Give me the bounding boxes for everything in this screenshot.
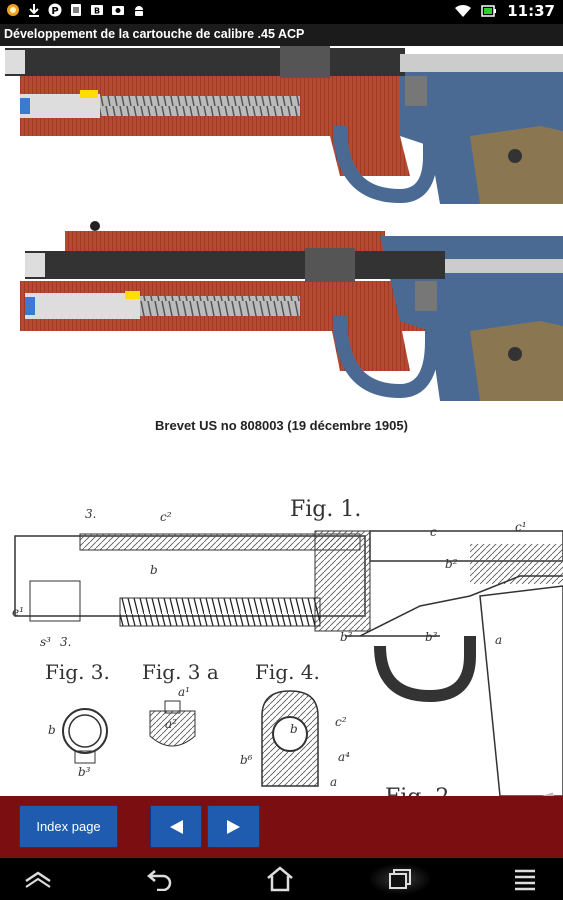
previous-page-button[interactable] — [150, 805, 202, 848]
title-bar: Développement de la cartouche de calibre… — [0, 24, 563, 46]
page-content[interactable]: Brevet US no 808003 (19 décembre 1905) F… — [0, 46, 563, 796]
fig-3a-label: Fig. 3 a — [142, 660, 219, 684]
nav-menu-button[interactable] — [505, 864, 545, 894]
svg-text:P: P — [51, 6, 58, 17]
fig-1-label: Fig. 1. — [290, 497, 361, 522]
bottom-toolbar: Index page — [0, 796, 563, 858]
figure-caption: Brevet US no 808003 (19 décembre 1905) — [155, 418, 408, 433]
wifi-icon — [455, 4, 472, 18]
android-icon — [135, 6, 143, 16]
svg-text:b: b — [48, 723, 56, 737]
prev-arrow-icon — [170, 819, 183, 834]
up-chevron-icon — [25, 871, 51, 888]
svg-text:e¹: e¹ — [12, 605, 24, 619]
svg-text:b: b — [150, 563, 158, 577]
svg-text:a⁴: a⁴ — [338, 750, 350, 764]
notification-icons: P B — [6, 3, 146, 17]
svg-text:c²: c² — [160, 510, 172, 524]
svg-text:c²: c² — [335, 715, 347, 729]
document-icon — [71, 4, 81, 16]
recent-apps-icon — [389, 869, 411, 889]
download-icon — [29, 4, 39, 17]
svg-text:a: a — [495, 633, 502, 647]
pinterest-icon: P — [48, 3, 62, 17]
photos-icon — [112, 6, 124, 15]
svg-text:B: B — [94, 7, 100, 16]
nav-home-button[interactable] — [260, 864, 300, 894]
svg-text:b³: b³ — [78, 765, 91, 779]
status-bar: P B 11:37 — [0, 0, 563, 24]
index-page-label: Index page — [36, 819, 101, 834]
index-page-button[interactable]: Index page — [19, 805, 118, 848]
system-nav-bar — [0, 858, 563, 900]
menu-icon — [515, 869, 535, 891]
svg-text:3.: 3. — [85, 507, 96, 521]
next-page-button[interactable] — [207, 805, 260, 848]
svg-text:s³: s³ — [40, 635, 51, 649]
home-icon — [267, 866, 293, 892]
page-title: Développement de la cartouche de calibre… — [4, 27, 305, 41]
fig-2-label: Fig. 2. — [385, 785, 456, 796]
battery-icon — [481, 5, 497, 17]
svg-text:b³: b³ — [340, 630, 353, 644]
svg-text:b³: b³ — [425, 630, 438, 644]
svg-text:c: c — [430, 525, 437, 539]
fig-3-label: Fig. 3. — [45, 660, 110, 684]
svg-text:a: a — [330, 775, 337, 789]
nav-up-button[interactable] — [18, 864, 58, 894]
svg-text:b: b — [290, 722, 298, 736]
svg-text:3.: 3. — [60, 635, 71, 649]
svg-text:a²: a² — [165, 717, 177, 731]
svg-text:b⁶: b⁶ — [240, 753, 253, 767]
nav-recent-apps-button[interactable] — [370, 864, 430, 894]
svg-text:c¹: c¹ — [515, 520, 527, 534]
svg-text:a¹: a¹ — [178, 685, 190, 699]
next-arrow-icon — [226, 819, 240, 834]
svg-text:b²: b² — [445, 557, 458, 571]
back-icon — [147, 870, 172, 891]
clock: 11:37 — [507, 2, 555, 20]
coin-icon — [7, 4, 19, 16]
patent-drawing: Fig. 1. Fig. 3. Fig. 3 a Fig. 4. Fig. 2. — [12, 497, 563, 796]
pistol-cutaway-diagram-1 — [5, 46, 563, 204]
nav-back-button[interactable] — [140, 864, 180, 894]
blog-icon: B — [91, 5, 103, 16]
pistol-cutaway-diagram-2 — [20, 221, 563, 401]
fig-4-label: Fig. 4. — [255, 660, 320, 684]
